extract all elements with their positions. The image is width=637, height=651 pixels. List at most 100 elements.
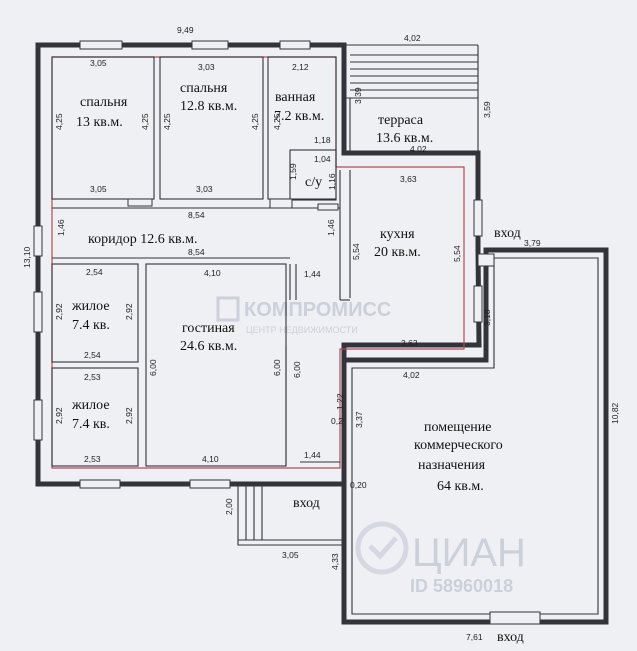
dim-bath-top: 2,12 — [292, 62, 309, 72]
living2-name: жилое — [71, 398, 110, 413]
living1-name: жилое — [71, 299, 110, 314]
dim-b2-left: 4,25 — [162, 113, 172, 130]
dim-b2-bottom: 3,03 — [196, 184, 213, 194]
dim-wc-top: 1,18 — [314, 135, 331, 145]
porch — [237, 484, 344, 546]
dim-wc-left: 1,59 — [288, 163, 298, 180]
dim-lounge-top: 4,10 — [204, 268, 221, 278]
bedroom1-area: 13 кв.м. — [76, 115, 123, 130]
dim-com-small3: 0,2 — [331, 416, 343, 426]
bedroom1-walls — [51, 56, 155, 200]
commercial-line2: коммерческого — [414, 438, 503, 453]
dim-l2-left: 2,92 — [54, 407, 64, 424]
dim-b1-right: 4,25 — [140, 113, 150, 130]
living2-area: 7.4 кв. — [72, 417, 110, 432]
dim-l2-top: 2,53 — [84, 372, 101, 382]
dim-top-terrace: 4,02 — [404, 33, 421, 43]
dimension-labels: 9,49 4,02 13,10 3,05 4,25 4,25 3,05 3,03… — [22, 25, 620, 642]
dim-com-entry: 3,79 — [524, 238, 541, 248]
partitions — [51, 56, 351, 467]
terrace-name: терраса — [378, 113, 424, 128]
dim-hall-top: 1,44 — [304, 269, 321, 279]
dim-cor-bottom: 8,54 — [188, 247, 205, 257]
kitchen-name: кухня — [380, 227, 415, 242]
entrance-right-label: вход — [494, 226, 521, 241]
living1-walls — [51, 263, 139, 363]
watermark: КОМПРОМИСС ЦЕНТР НЕДВИЖИМОСТИ ЦИАН ID 58… — [216, 296, 526, 596]
dim-l1-left: 2,92 — [54, 303, 64, 320]
commercial-area: 64 кв.м. — [437, 479, 484, 494]
dim-b1-bottom: 3,05 — [90, 184, 107, 194]
dim-cor-right: 1,46 — [326, 219, 336, 236]
dim-l1-right: 2,92 — [124, 303, 134, 320]
dim-l1-top: 2,54 — [86, 267, 103, 277]
dim-ter-bottom: 4,02 — [410, 144, 427, 154]
bedroom2-walls — [159, 56, 264, 200]
windows — [33, 40, 483, 489]
entrance-bottom-label: вход — [293, 496, 320, 511]
dim-l2-bottom: 2,53 — [84, 454, 101, 464]
kompromiss-logo-icon — [216, 296, 240, 322]
bedroom2-area: 12.8 кв.м. — [180, 99, 237, 114]
dim-b2-top: 3,03 — [198, 62, 215, 72]
dim-kit-bottom: 3,63 — [401, 338, 418, 348]
lounge-walls — [145, 263, 287, 467]
dim-hall-bottom: 1,44 — [304, 450, 321, 460]
dim-hall-mid: 6,00 — [292, 361, 302, 378]
dim-cor-left: 1,46 — [56, 219, 66, 236]
commercial-line3: назначения — [418, 458, 486, 473]
bathroom-walls — [267, 56, 337, 200]
kitchen-area: 20 кв.м. — [374, 245, 421, 260]
dim-lounge-right: 6,00 — [272, 359, 282, 376]
lounge-name: гостиная — [182, 321, 235, 336]
dim-com-bottom: 7,61 — [466, 632, 483, 642]
cian-logo-icon — [355, 521, 409, 575]
bathroom-name: ванная — [275, 90, 316, 105]
dim-com-mid: 3,18 — [482, 309, 492, 326]
bedroom2-name: спальня — [180, 81, 228, 96]
terrace-area: 13.6 кв.м. — [376, 131, 433, 146]
dim-ter-right: 3,59 — [482, 101, 492, 118]
watermark-brand: КОМПРОМИСС — [244, 299, 391, 321]
dim-com-small2: 1,22 — [335, 393, 345, 410]
dim-b1-left: 4,25 — [54, 113, 64, 130]
dim-cor-top: 8,54 — [188, 210, 205, 220]
dim-bath-left: 4,25 — [272, 113, 282, 130]
watermark-cian: ЦИАН — [412, 531, 526, 575]
terrace — [343, 44, 479, 154]
wc-walls — [289, 149, 337, 201]
dim-b1-top: 3,05 — [90, 58, 107, 68]
dim-top-total: 9,49 — [177, 25, 194, 35]
dim-lounge-bottom: 4,10 — [202, 454, 219, 464]
commercial-space — [341, 247, 609, 625]
dim-wc-right: 1,16 — [327, 173, 337, 190]
dim-l2-right: 2,92 — [124, 407, 134, 424]
entrance-commercial-label: вход — [497, 630, 524, 645]
dim-com-lower-left: 4,33 — [330, 553, 340, 570]
dim-com-top: 4,02 — [403, 370, 420, 380]
dim-kit-right: 5,54 — [452, 245, 462, 262]
lounge-area: 24.6 кв.м. — [180, 339, 237, 354]
dim-porch-left: 2,00 — [224, 498, 234, 515]
watermark-id: ID 58960018 — [410, 576, 513, 596]
room-labels: спальня 13 кв.м. спальня 12.8 кв.м. ванн… — [71, 81, 524, 645]
dim-com-right: 10,82 — [610, 402, 620, 424]
dim-porch-bottom: 3,05 — [282, 550, 299, 560]
dim-ter-left: 3,39 — [353, 87, 363, 104]
dim-kit-left: 5,54 — [351, 243, 361, 260]
dim-com-left: 3,37 — [354, 411, 364, 428]
wc-name: с/у — [305, 175, 322, 190]
dim-l1-bottom: 2,54 — [84, 350, 101, 360]
dim-lounge-left: 6,00 — [148, 359, 158, 376]
corridor-label: коридор 12.6 кв.м. — [88, 232, 197, 247]
living2-walls — [51, 367, 139, 467]
living1-area: 7.4 кв. — [72, 318, 110, 333]
bathroom-area: 7.2 кв.м. — [274, 109, 324, 124]
dim-wc-w: 1,04 — [314, 154, 331, 164]
dim-b2-right: 4,25 — [250, 113, 260, 130]
dim-left-total: 13,10 — [22, 246, 32, 268]
commercial-line1: помещение — [424, 420, 492, 435]
watermark-sub: ЦЕНТР НЕДВИЖИМОСТИ — [246, 325, 358, 335]
dim-com-small1: 0,20 — [350, 480, 367, 490]
